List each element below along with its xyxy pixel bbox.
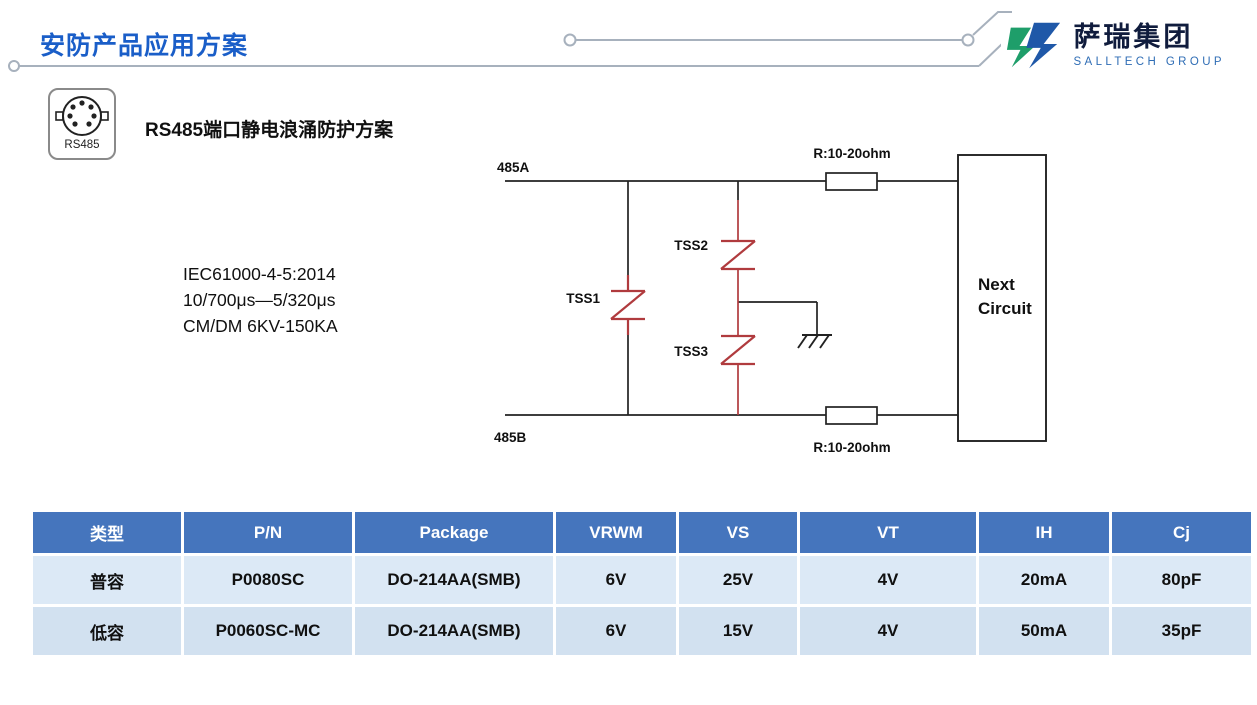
standards-line: IEC61000-4-5:2014 (183, 264, 336, 284)
resistor-top (825, 172, 878, 191)
spec-table-header-row: 类型 P/N Package VRWM VS VT IH Cj (33, 512, 1251, 553)
resistor-top-label: R:10-20ohm (813, 146, 890, 161)
ground-icon (797, 334, 832, 349)
wire-label-485b: 485B (494, 430, 527, 445)
header-cell-ih: IH (979, 512, 1109, 553)
spec-cell: DO-214AA(SMB) (355, 607, 553, 655)
header-cell-pn: P/N (184, 512, 352, 553)
spec-cell: 普容 (33, 556, 181, 604)
spec-cell: 25V (679, 556, 797, 604)
spec-cell: P0060SC-MC (184, 607, 352, 655)
section-title: RS485端口静电浪涌防护方案 (145, 120, 394, 141)
spec-cell: 35pF (1112, 607, 1251, 655)
spec-cell: 低容 (33, 607, 181, 655)
logo-text: 萨瑞集团 SALLTECH GROUP (1073, 22, 1225, 67)
standards-block: IEC61000-4-5:2014 10/700μs—5/320μs CM/DM… (183, 262, 338, 340)
company-logo: 萨瑞集团 SALLTECH GROUP (1001, 14, 1229, 76)
header-cell-vt: VT (800, 512, 976, 553)
logo-mark-icon (1007, 22, 1061, 69)
logo-name: 萨瑞集团 (1073, 22, 1194, 53)
spec-cell: 6V (556, 607, 676, 655)
spec-table: 类型 P/N Package VRWM VS VT IH Cj 普容 P0080… (30, 509, 1254, 658)
tss2-label: TSS2 (674, 238, 708, 253)
logo-subtitle: SALLTECH GROUP (1073, 55, 1225, 68)
header-cell-type: 类型 (33, 512, 181, 553)
spec-cell: DO-214AA(SMB) (355, 556, 553, 604)
rs485-badge-label: RS485 (64, 139, 100, 151)
next-circuit-label-line2: Circuit (978, 299, 1032, 318)
table-row: 普容 P0080SC DO-214AA(SMB) 6V 25V 4V 20mA … (33, 556, 1251, 604)
rs485-connector-icon (55, 96, 109, 136)
resistor-bottom (825, 406, 878, 425)
spec-cell: 80pF (1112, 556, 1251, 604)
next-circuit-label-line1: Next (978, 275, 1015, 294)
resistor-bottom-label: R:10-20ohm (813, 440, 890, 455)
spec-cell: 4V (800, 607, 976, 655)
spec-cell: 6V (556, 556, 676, 604)
spec-cell: 15V (679, 607, 797, 655)
tss1-label: TSS1 (566, 291, 600, 306)
page-title: 安防产品应用方案 (40, 32, 249, 60)
header-cell-cj: Cj (1112, 512, 1251, 553)
spec-cell: P0080SC (184, 556, 352, 604)
header-cell-vrwm: VRWM (556, 512, 676, 553)
tss1-symbol (610, 275, 646, 335)
next-circuit-box (957, 154, 1047, 442)
rs485-badge: RS485 (48, 88, 116, 160)
standards-line: CM/DM 6KV-150KA (183, 315, 338, 336)
header-cell-vs: VS (679, 512, 797, 553)
tss3-symbol (720, 334, 756, 366)
tss3-label: TSS3 (674, 344, 708, 359)
spec-cell: 50mA (979, 607, 1109, 655)
table-row: 低容 P0060SC-MC DO-214AA(SMB) 6V 15V 4V 50… (33, 607, 1251, 655)
wire-label-485a: 485A (497, 160, 530, 175)
spec-cell: 20mA (979, 556, 1109, 604)
circuit-diagram: 485A 485B TSS1 TSS2 TSS3 R:10-20ohm R:10… (494, 146, 1047, 455)
tss2-symbol (720, 239, 756, 271)
spec-cell: 4V (800, 556, 976, 604)
header-cell-package: Package (355, 512, 553, 553)
standards-line: 10/700μs—5/320μs (183, 289, 336, 310)
